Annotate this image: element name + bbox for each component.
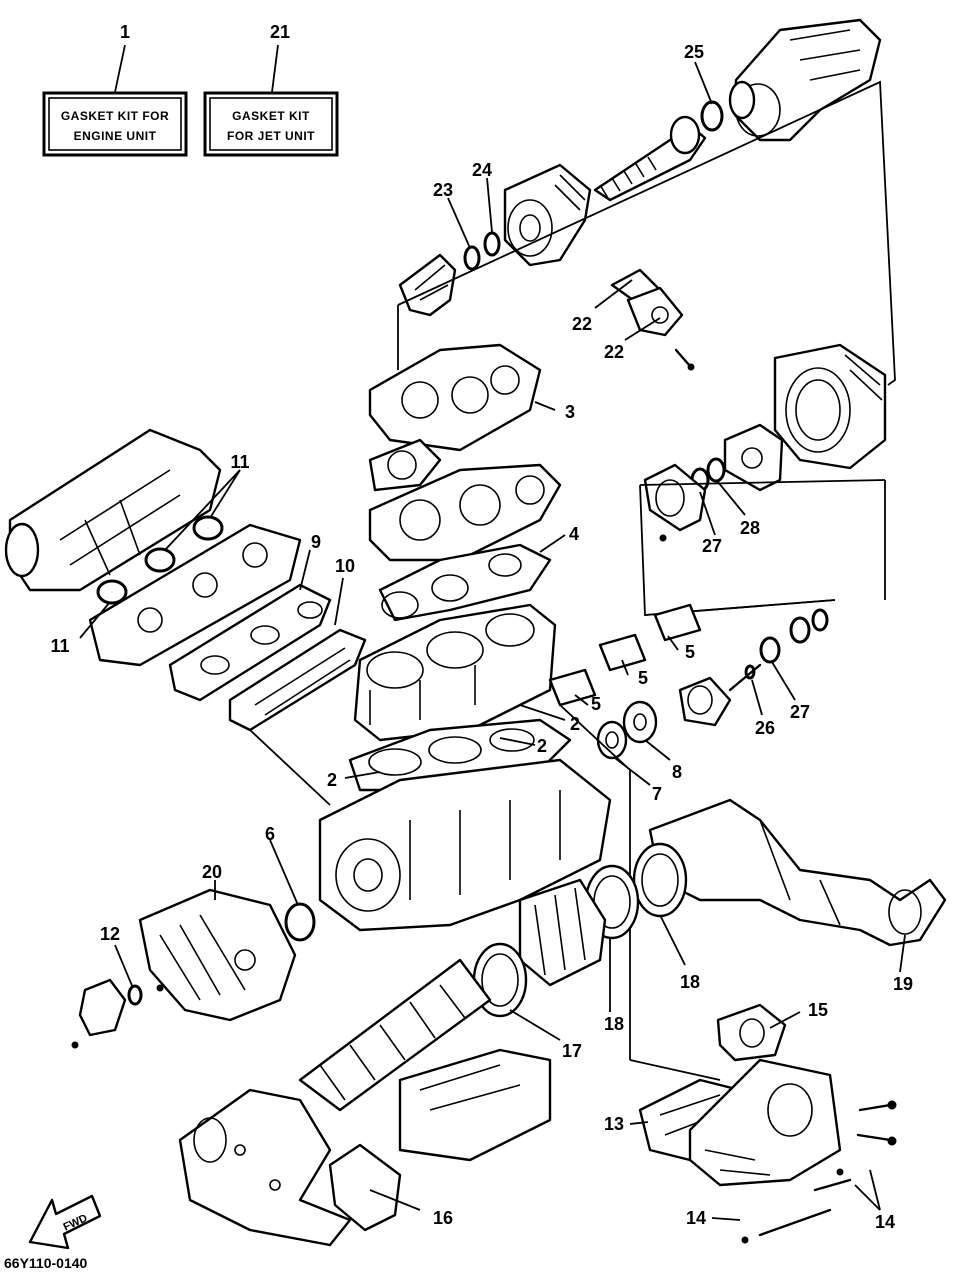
callout-5c: 5 [591, 694, 601, 714]
callout-20: 20 [202, 862, 222, 882]
callout-19: 19 [893, 974, 913, 994]
cylinder-head-cover [368, 343, 542, 452]
callout-22a: 22 [572, 314, 592, 334]
coupling-shaft [678, 663, 762, 727]
seal-24 [483, 231, 501, 257]
seal-28 [706, 457, 726, 483]
exhaust-joint-18a [632, 842, 688, 918]
bearing-housing-cover [610, 268, 695, 371]
seal-27c [789, 616, 811, 644]
drive-shaft [593, 115, 707, 202]
callout-4: 4 [569, 524, 579, 544]
callout-18a: 18 [680, 972, 700, 992]
callout-24: 24 [472, 160, 492, 180]
callout-11a: 11 [230, 452, 249, 472]
gasket-11a [192, 515, 224, 541]
jet-nozzle-housing [728, 18, 882, 142]
exhaust-elbow [178, 1088, 352, 1247]
callout-2c: 2 [327, 770, 337, 790]
callout-5a: 5 [685, 642, 695, 662]
bolts-14 [741, 1100, 897, 1244]
impeller [398, 253, 457, 317]
gasket-5a [653, 603, 702, 642]
exhaust-manifold-20 [138, 888, 297, 1022]
gasket-11c [96, 579, 128, 605]
o-ring-26 [744, 664, 756, 680]
callout-9: 9 [311, 532, 321, 552]
o-ring-25 [700, 100, 724, 132]
callout-26: 26 [755, 718, 775, 738]
kit-box-engine-unit: 1 GASKET KIT FOR ENGINE UNIT [42, 22, 188, 157]
cylinder-head-gasket-upper [368, 438, 442, 492]
spacer-23 [463, 245, 481, 271]
intake-manifold [88, 523, 302, 667]
manifold-leader [249, 729, 331, 806]
gasket-16 [328, 1143, 402, 1232]
bearing-housing [723, 423, 784, 492]
callout-10: 10 [335, 556, 355, 576]
callout-14a: 14 [686, 1208, 706, 1228]
gasket-11b [144, 547, 176, 573]
outlet-housing [688, 1058, 842, 1187]
fwd-arrow: FWD [28, 1194, 102, 1250]
kit-box-line2: FOR JET UNIT [227, 129, 315, 143]
exhaust-chamber [518, 878, 607, 987]
callout-16: 16 [433, 1208, 453, 1228]
exhaust-pipe-19 [648, 798, 947, 947]
cylinder-block [353, 603, 557, 742]
callout-13: 13 [604, 1114, 624, 1134]
kit-box-jet-unit: 21 GASKET KIT FOR JET UNIT [203, 22, 339, 157]
callout-2a: 2 [570, 714, 580, 734]
kit-box-number: 1 [120, 22, 130, 42]
intermediate-housing [773, 343, 887, 470]
gasket-15 [716, 1003, 787, 1062]
cylinder-head-gasket-4 [378, 543, 552, 622]
callout-17: 17 [562, 1041, 582, 1061]
callout-23: 23 [433, 180, 453, 200]
callout-3: 3 [565, 402, 575, 422]
manifold-gasket-9 [168, 583, 332, 702]
callout-27a: 27 [702, 536, 722, 556]
callout-5b: 5 [638, 668, 648, 688]
kit-box-line1: GASKET KIT FOR [61, 109, 169, 123]
seal-27b [759, 636, 781, 664]
oil-seal-6 [284, 902, 316, 942]
gasket-5c [548, 668, 597, 707]
impeller-housing [503, 163, 592, 267]
callout-27b: 27 [790, 702, 810, 722]
cylinder-head [368, 463, 562, 562]
callout-18b: 18 [604, 1014, 624, 1034]
callout-12: 12 [100, 924, 120, 944]
gasket-5b [598, 633, 647, 672]
pump-12-assembly [71, 978, 164, 1049]
water-lock [398, 1048, 552, 1162]
callout-22b: 22 [604, 342, 624, 362]
callout-7: 7 [652, 784, 662, 804]
callout-14b: 14 [875, 1212, 895, 1232]
housing-leader [629, 1059, 721, 1081]
kit-box-line2: ENGINE UNIT [74, 129, 157, 143]
intake-leader [559, 704, 631, 771]
exhaust-hose [298, 958, 492, 1112]
coupling-housing [643, 463, 707, 542]
muffler-body [4, 428, 222, 592]
callout-8: 8 [672, 762, 682, 782]
damper-8 [622, 700, 658, 744]
callout-15: 15 [808, 1000, 828, 1020]
callout-leaders [79, 61, 906, 1221]
callout-25: 25 [684, 42, 704, 62]
callout-2b: 2 [537, 736, 547, 756]
diagram-code: 66Y110-0140 [4, 1255, 88, 1271]
reed-valve-gasket-10 [228, 628, 367, 732]
seal-27d [811, 608, 829, 632]
callout-6: 6 [265, 824, 275, 844]
kit-box-line1: GASKET KIT [232, 109, 310, 123]
crankcase [318, 758, 612, 932]
callout-28: 28 [740, 518, 760, 538]
coupling-7 [596, 720, 628, 760]
kit-box-number: 21 [270, 22, 290, 42]
jet-group-bracket [397, 80, 896, 386]
callout-11b: 11 [50, 636, 69, 656]
